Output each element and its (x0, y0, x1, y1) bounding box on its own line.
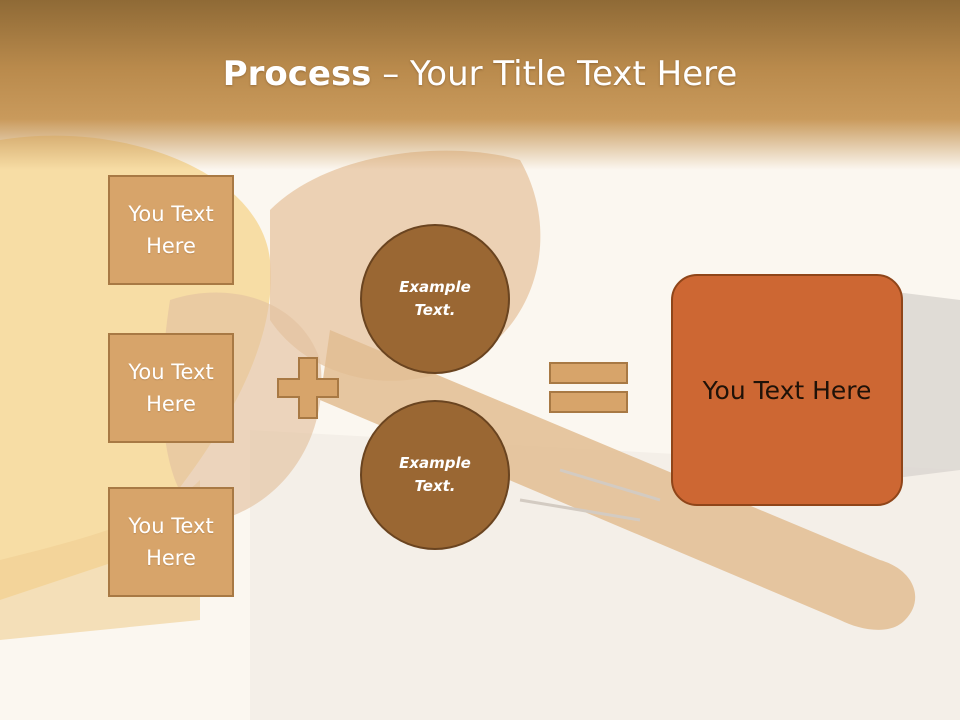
title-band (0, 0, 960, 170)
title-rest: – Your Title Text Here (371, 54, 738, 94)
input-box-2: You Text Here (108, 333, 234, 443)
equals-icon (549, 362, 628, 413)
slide-title: Process – Your Title Text Here (0, 52, 960, 96)
example-circle-1: Example Text. (360, 224, 510, 374)
plus-icon (277, 357, 339, 419)
title-bold: Process (222, 54, 372, 94)
result-box-text: You Text Here (702, 375, 872, 405)
example-circle-1-text: Example Text. (399, 278, 471, 319)
example-circle-2: Example Text. (360, 400, 510, 550)
input-box-1-text: You Text Here (128, 202, 214, 258)
result-box: You Text Here (671, 274, 903, 506)
input-box-1: You Text Here (108, 175, 234, 285)
input-box-3-text: You Text Here (128, 514, 214, 570)
input-box-2-text: You Text Here (128, 360, 214, 416)
input-box-3: You Text Here (108, 487, 234, 597)
example-circle-2-text: Example Text. (399, 454, 471, 495)
